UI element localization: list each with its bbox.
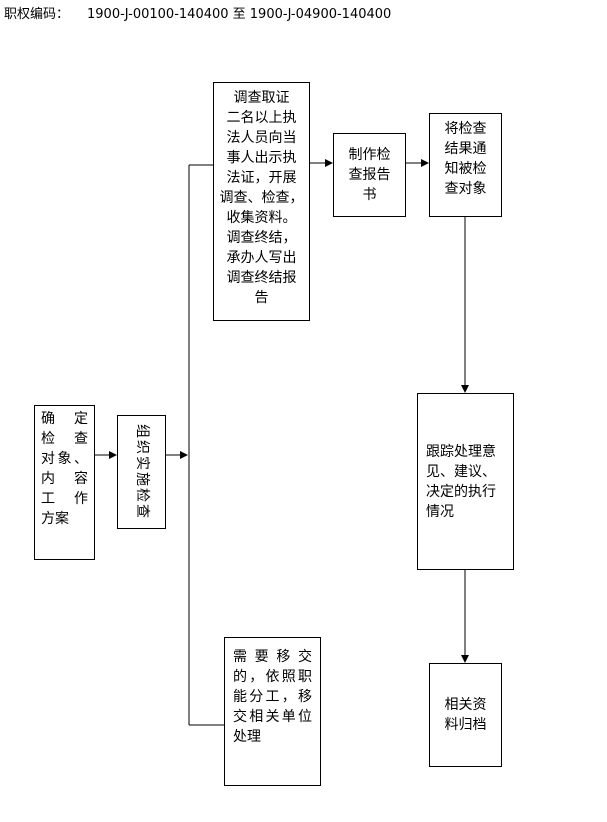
step-investigation: 调查取证 二名以上执 法人员向当 事人出示执 法证，开展 调查、检查， 收集资料… [213,82,310,321]
track-text: 跟踪处理意 见、建议、 决定的执行 情况 [426,442,496,522]
investigate-line: 二名以上执 [226,110,297,126]
notify-line: 将检查 [444,121,487,137]
archive-line: 相关资 [444,697,487,713]
step-track-execution: 跟踪处理意 见、建议、 决定的执行 情况 [417,393,514,570]
track-line: 决定的执行 [426,483,496,500]
report-line: 制作检 [348,147,391,163]
permission-code-value: 1900-J-00100-140400 至 1900-J-04900-14040… [87,7,392,22]
investigate-line: 调查、检查， [219,190,304,206]
step-determine-plan: 确 定 检 查 对象、 内 容 工 作 方案 [34,405,95,560]
investigate-line: 调查取证 [233,90,290,106]
transfer-line: 的，依照职 [233,669,312,685]
plan-line: 对象、 [41,451,88,467]
permission-code-label: 职权编码： [4,7,70,22]
plan-line: 工 作 [41,491,88,507]
plan-line: 检 查 [41,431,88,447]
plan-line: 方案 [41,511,69,527]
investigate-line: 告 [254,290,269,306]
notify-line: 结果通 [444,141,487,157]
investigate-line: 事人出示执 [226,150,297,166]
track-line: 情况 [426,503,454,520]
archive-text: 相关资 料归档 [445,695,487,735]
investigate-line: 法证，开展 [226,170,297,186]
permission-code-header: 职权编码： 1900-J-00100-140400 至 1900-J-04900-… [4,3,391,22]
notify-line: 知被检 [444,161,487,177]
transfer-line: 交相关单位 [233,709,312,725]
report-line: 书 [362,187,377,203]
transfer-line: 需 要 移 交 [233,649,312,665]
investigate-line: 收集资料。 [226,210,297,226]
plan-line: 确 定 [41,411,88,427]
notify-line: 查对象 [444,181,487,197]
investigate-line: 法人员向当 [226,130,297,146]
organize-text: 组织实施检查 [133,424,150,520]
archive-line: 料归档 [444,717,487,733]
track-line: 跟踪处理意 [426,443,496,460]
plan-line: 内 容 [41,471,88,487]
report-line: 查报告 [348,167,391,183]
step-organize-inspection: 组织实施检查 [117,415,166,529]
step-transfer-unit: 需 要 移 交 的，依照职 能分工，移 交相关单位 处理 [224,637,321,786]
step-make-report: 制作检 查报告 书 [333,133,406,217]
investigate-line: 承办人写出 [226,250,297,266]
report-text: 制作检 查报告 书 [349,145,391,205]
investigate-line: 调查终结， [226,230,297,246]
track-line: 见、建议、 [426,463,496,480]
step-archive-materials: 相关资 料归档 [429,663,502,767]
transfer-line: 处理 [233,729,261,745]
step-notify-result: 将检查 结果通 知被检 查对象 [429,113,502,217]
transfer-line: 能分工，移 [233,689,312,705]
investigate-line: 调查终结报 [226,270,297,286]
